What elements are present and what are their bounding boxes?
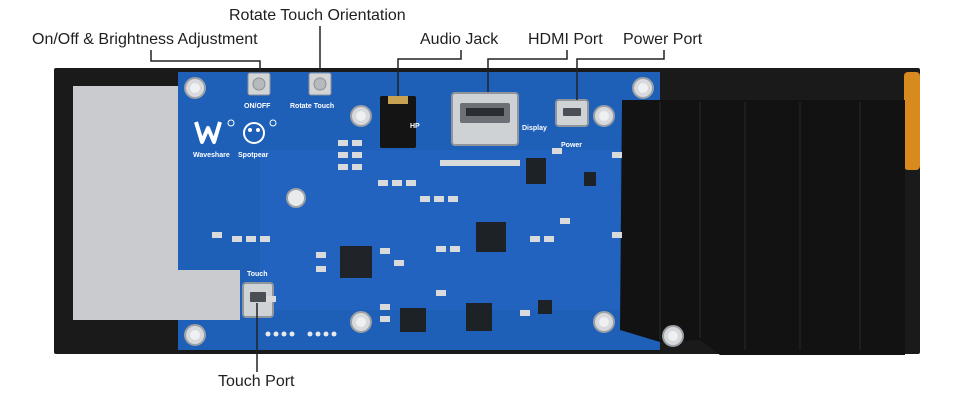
callout-onoff-brightness: On/Off & Brightness Adjustment [32, 31, 258, 48]
silk-spotpear: Spotpear [238, 152, 269, 159]
callout-leaders [150, 26, 665, 372]
mounting-holes [184, 77, 684, 347]
rotate-touch-button [308, 72, 332, 96]
callout-touch-port: Touch Port [218, 373, 295, 390]
fpc-cable [904, 72, 920, 170]
silk-onoff: ON/OFF [244, 103, 271, 110]
callout-hdmi-port: HDMI Port [528, 31, 603, 48]
callout-power-port: Power Port [623, 31, 703, 48]
callout-rotate-touch: Rotate Touch Orientation [229, 7, 406, 24]
audio-jack [380, 96, 416, 148]
silk-display: Display [522, 125, 547, 132]
pcb-board [178, 72, 660, 350]
smd-components [212, 140, 622, 322]
silk-waveshare: Waveshare [193, 152, 230, 159]
chips [340, 158, 596, 332]
silk-hp: HP [410, 123, 420, 130]
power-usb-connector [555, 99, 589, 127]
spotpear-logo [243, 119, 277, 144]
pin-header [265, 331, 337, 337]
pcb-sheen [260, 150, 620, 310]
ribbon-folds [659, 102, 861, 350]
silk-power: Power [561, 142, 582, 149]
hdmi-connector [451, 92, 519, 146]
ribbon-cable [620, 100, 905, 355]
silk-rotate-touch: Rotate Touch [290, 103, 334, 110]
waveshare-logo [194, 119, 235, 144]
onoff-button [247, 72, 271, 96]
silk-touch: Touch [247, 271, 267, 278]
callout-audio-jack: Audio Jack [420, 31, 499, 48]
